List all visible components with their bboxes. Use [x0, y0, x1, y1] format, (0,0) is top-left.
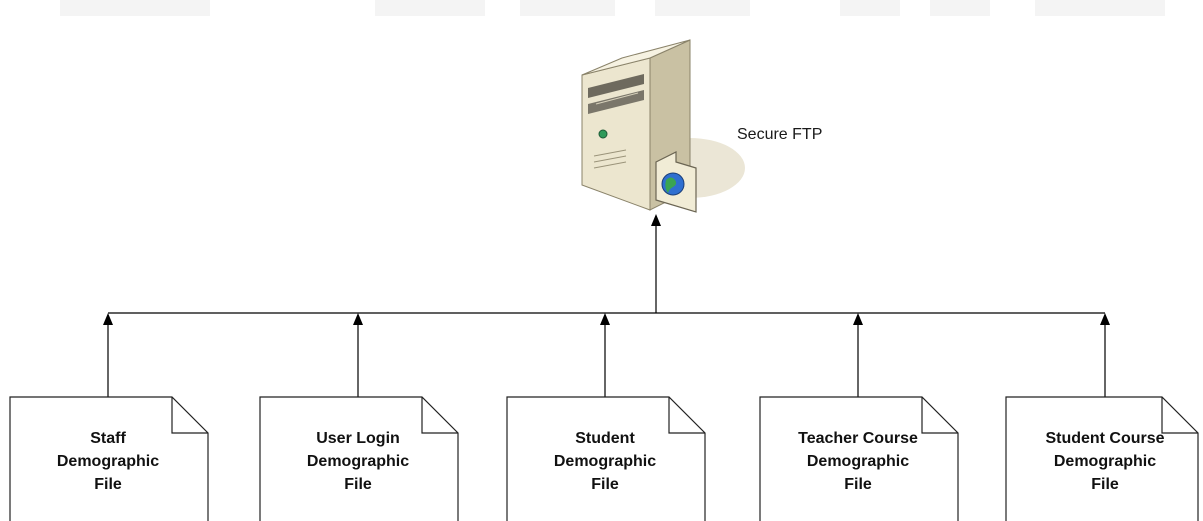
doc-arrowhead-3	[600, 313, 610, 325]
server-icon	[581, 39, 745, 213]
document-title-line: Demographic	[554, 453, 656, 470]
doc-arrowhead-4	[853, 313, 863, 325]
connector-lines	[103, 214, 1110, 397]
document-title-line: File	[344, 476, 372, 493]
document-title-line: File	[1091, 476, 1119, 493]
doc-arrowhead-5	[1100, 313, 1110, 325]
globe-card-icon	[655, 151, 697, 213]
document-title-line: Demographic	[307, 453, 409, 470]
document-title-line: Teacher Course	[798, 430, 918, 447]
document-title-line: Demographic	[57, 453, 159, 470]
doc-arrowhead-2	[353, 313, 363, 325]
server-label: Secure FTP	[737, 126, 822, 143]
document-fold	[668, 397, 705, 434]
document-title-line: User Login	[316, 430, 400, 447]
document-title-line: Demographic	[807, 453, 909, 470]
document-fold	[921, 397, 958, 434]
document-title-line: File	[94, 476, 122, 493]
server-arrowhead	[651, 214, 661, 226]
document-title-line: Student Course	[1045, 430, 1164, 447]
document-fold	[171, 397, 208, 434]
doc-arrowhead-1	[103, 313, 113, 325]
document-title-line: Demographic	[1054, 453, 1156, 470]
document-title-line: File	[844, 476, 872, 493]
document-fold	[1161, 397, 1198, 434]
document-fold	[421, 397, 458, 434]
top-watermark	[60, 0, 1165, 16]
document-title-line: Staff	[90, 430, 126, 447]
document-title-line: Student	[575, 430, 635, 447]
document-title-line: File	[591, 476, 619, 493]
